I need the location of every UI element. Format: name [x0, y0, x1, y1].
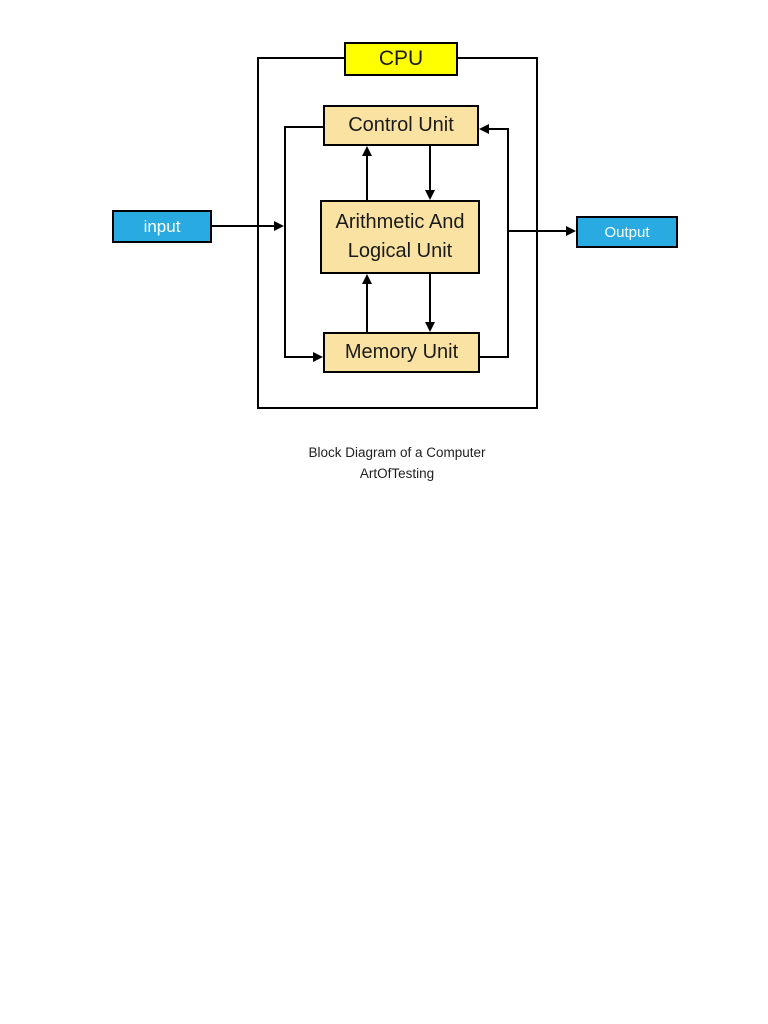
alu-label-line2: Logical Unit [347, 240, 453, 262]
arrowhead-output [566, 226, 576, 236]
alu-box: Arithmetic And Logical Unit [320, 200, 480, 274]
input-label: input [143, 216, 181, 236]
left-bus-vertical-line [284, 126, 286, 358]
arrowhead-into-control-unit-right [479, 124, 489, 134]
right-bus-vertical-line [507, 128, 509, 358]
input-arrow-line [212, 225, 275, 227]
control-unit-box: Control Unit [323, 105, 479, 146]
arrowhead-input [274, 221, 284, 231]
input-box: input [112, 210, 212, 243]
cpu-label: CPU [378, 47, 424, 70]
alu-to-control-line [366, 152, 368, 200]
arrowhead-alu-to-memory [425, 322, 435, 332]
memory-to-right-bus-line [480, 356, 509, 358]
caption: Block Diagram of a Computer ArtOfTesting [197, 442, 597, 484]
arrowhead-into-memory-left [313, 352, 323, 362]
memory-to-alu-line [366, 280, 368, 332]
arrowhead-memory-to-alu [362, 274, 372, 284]
control-unit-label: Control Unit [348, 114, 454, 136]
arrowhead-alu-to-control [362, 146, 372, 156]
output-arrow-line [507, 230, 567, 232]
cpu-box: CPU [344, 42, 458, 76]
alu-label-line1: Arithmetic And [335, 211, 465, 233]
output-label: Output [604, 223, 650, 241]
left-bus-to-memory-line [284, 356, 315, 358]
left-bus-to-control-unit-line [284, 126, 323, 128]
memory-unit-box: Memory Unit [323, 332, 480, 373]
control-to-alu-line [429, 146, 431, 192]
caption-title: Block Diagram of a Computer [308, 445, 486, 460]
arrowhead-control-to-alu [425, 190, 435, 200]
right-bus-to-control-unit-line [489, 128, 509, 130]
caption-credit: ArtOfTesting [359, 466, 435, 481]
alu-to-memory-line [429, 274, 431, 322]
memory-unit-label: Memory Unit [344, 341, 459, 363]
output-box: Output [576, 216, 678, 248]
